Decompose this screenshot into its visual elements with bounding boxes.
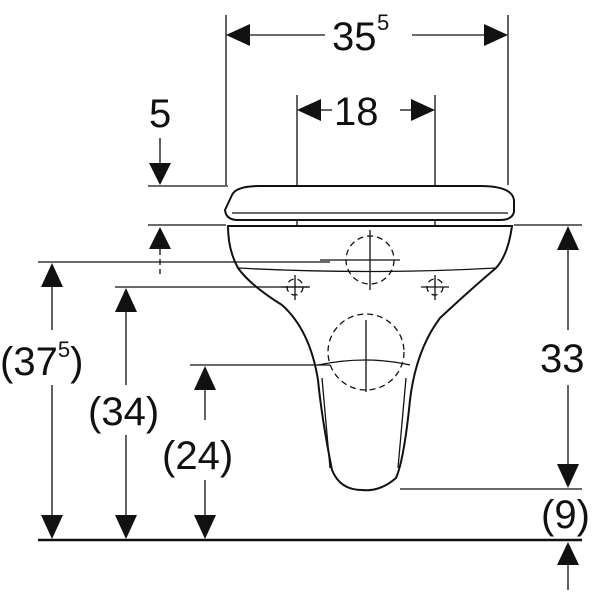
fixing-distance-label: 18 <box>334 90 379 134</box>
fixing-height-dimension: (34) <box>88 286 310 539</box>
outlet-height-dimension: (24) <box>162 364 330 539</box>
height-right-dimension: 33 (9) <box>400 224 590 590</box>
seat-offset-dimension: 5 <box>148 92 228 274</box>
outlet-height-label: (24) <box>162 434 233 478</box>
fixing-height-label: (34) <box>88 390 159 434</box>
width-label: 35 <box>332 15 377 59</box>
height-right-label: 33 <box>540 337 585 381</box>
toilet-outline <box>223 185 515 492</box>
seat-offset-label: 5 <box>149 92 171 136</box>
overall-height-dimension: (375) <box>0 261 330 539</box>
overall-height-label: (375) <box>0 337 83 384</box>
width-label-sup: 5 <box>377 10 389 35</box>
fixing-bolt-right <box>421 275 449 300</box>
bottom-to-floor-label: (9) <box>541 493 590 537</box>
width-dimension: 35 5 <box>225 10 509 185</box>
